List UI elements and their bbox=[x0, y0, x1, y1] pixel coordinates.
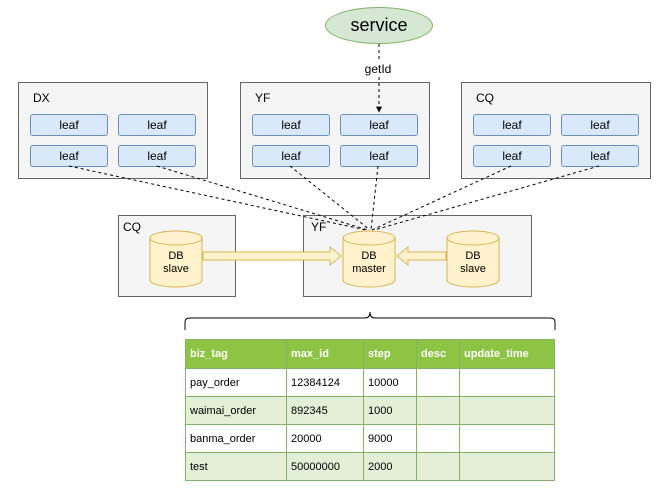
edge-dx-leaf3 bbox=[68, 165, 367, 231]
db-label-line2: master bbox=[352, 263, 386, 275]
table-cell bbox=[416, 424, 460, 453]
table-cell bbox=[416, 396, 460, 425]
edge-cq-leaf4 bbox=[373, 165, 600, 231]
table-cell bbox=[416, 452, 460, 481]
group-label: YF bbox=[255, 91, 271, 105]
table-row: pay_order 12384124 10000 bbox=[185, 368, 555, 397]
table-cell: 2000 bbox=[363, 452, 417, 481]
db-label-line2: slave bbox=[163, 263, 189, 275]
brace bbox=[184, 311, 556, 330]
table-row: waimai_order 892345 1000 bbox=[185, 396, 555, 425]
leaf-node[interactable]: leaf bbox=[252, 114, 330, 136]
table-cell: 50000000 bbox=[286, 452, 364, 481]
leaf-node[interactable]: leaf bbox=[473, 114, 551, 136]
leaf-node[interactable]: leaf bbox=[118, 145, 196, 167]
edge-cq-leaf3 bbox=[371, 165, 512, 231]
group-label: YF bbox=[311, 220, 327, 234]
leaf-alloc-table: biz_tag max_id step desc update_time pay… bbox=[185, 339, 555, 481]
table-row: banma_order 20000 9000 bbox=[185, 424, 555, 453]
group-dx: DX leaf leaf leaf leaf bbox=[18, 82, 208, 179]
leaf-node[interactable]: leaf bbox=[473, 145, 551, 167]
table-cell: 12384124 bbox=[286, 368, 364, 397]
column-header: max_id bbox=[286, 339, 364, 369]
edge-dx-leaf4 bbox=[156, 165, 369, 231]
db-label-line1: DB bbox=[465, 250, 481, 262]
table-cell: 10000 bbox=[363, 368, 417, 397]
group-label: CQ bbox=[123, 220, 141, 234]
table-cell: 892345 bbox=[286, 396, 364, 425]
table-header-row: biz_tag max_id step desc update_time bbox=[185, 339, 555, 369]
leaf-node[interactable]: leaf bbox=[561, 145, 639, 167]
column-header: update_time bbox=[459, 339, 555, 369]
group-cq: CQ leaf leaf leaf leaf bbox=[461, 82, 651, 179]
service-label: service bbox=[350, 15, 408, 35]
group-label: DX bbox=[33, 91, 50, 105]
leaf-node[interactable]: leaf bbox=[340, 145, 418, 167]
db-label-line1: DB bbox=[168, 250, 184, 262]
leaf-node[interactable]: leaf bbox=[340, 114, 418, 136]
column-header: step bbox=[363, 339, 417, 369]
table-cell: 9000 bbox=[363, 424, 417, 453]
table-cell bbox=[459, 424, 555, 453]
table-cell: test bbox=[185, 452, 287, 481]
leaf-node[interactable]: leaf bbox=[30, 114, 108, 136]
table-cell bbox=[459, 396, 555, 425]
leaf-node[interactable]: leaf bbox=[118, 114, 196, 136]
group-yf: YF leaf leaf leaf leaf bbox=[240, 82, 430, 179]
leaf-node[interactable]: leaf bbox=[561, 114, 639, 136]
edge-yf-leaf3 bbox=[289, 165, 371, 231]
table-cell bbox=[459, 452, 555, 481]
replication-arrow-left bbox=[202, 245, 342, 267]
table-cell: 1000 bbox=[363, 396, 417, 425]
service-node[interactable]: service bbox=[325, 7, 433, 44]
db-label-line2: slave bbox=[460, 263, 486, 275]
table-row: test 50000000 2000 bbox=[185, 452, 555, 481]
replication-arrow-right bbox=[396, 245, 447, 267]
column-header: biz_tag bbox=[185, 339, 287, 369]
table-cell bbox=[416, 368, 460, 397]
db-label-line1: DB bbox=[361, 250, 377, 262]
edge-yf-leaf4 bbox=[370, 165, 379, 231]
table-cell: banma_order bbox=[185, 424, 287, 453]
getid-label: getId bbox=[360, 62, 396, 76]
leaf-node[interactable]: leaf bbox=[252, 145, 330, 167]
table-cell: waimai_order bbox=[185, 396, 287, 425]
group-label: CQ bbox=[476, 91, 494, 105]
table-cell bbox=[459, 368, 555, 397]
